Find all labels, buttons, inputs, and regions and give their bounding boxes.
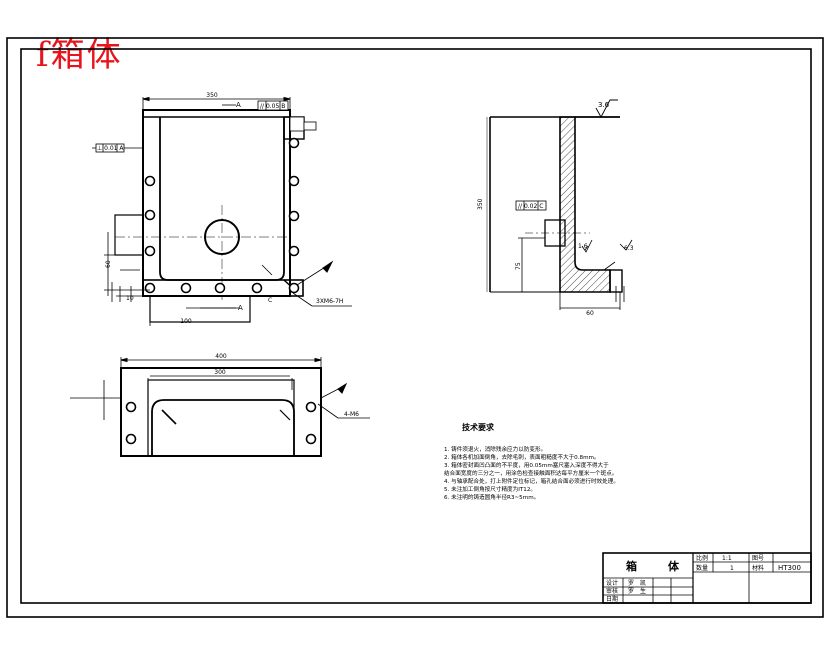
side-section-view: 60 75 350 [477,99,633,317]
svg-text:60: 60 [105,260,112,268]
svg-text:300: 300 [214,369,226,376]
technical-note-item: 4. 与轴承配合处，打上附件定位标记，箱孔结合面必须进行时效处理。 [444,477,619,485]
label-c: C [268,297,272,304]
qty-value: 1 [730,565,734,572]
drawing-no-label: 图号 [752,555,764,562]
front-view: 350 [92,92,352,326]
qty-label: 数量 [696,564,708,572]
technical-notes: 技术要求 1. 铸件须退火，消除残余应力以防变形。 2. 箱体各机加面倒角，去除… [444,422,619,501]
section-a-top-label: A [236,101,241,109]
svg-text:10: 10 [126,295,134,302]
svg-text:75: 75 [515,262,522,270]
material-label: 材料 [752,564,764,572]
fcf-side-text: // 0.02 C [518,203,543,210]
roughness-value: 3.6 [598,101,610,109]
plan-view: 400 300 [70,353,370,457]
svg-text:60: 60 [586,310,594,317]
svg-text:350: 350 [477,198,484,210]
fcf-left-text: ⊥ 0.01 A [97,145,124,152]
fcf-front-text: // 0.05 B [260,103,285,110]
fcf-front: // 0.05 B [257,100,289,111]
sheet-inner-border [20,48,812,604]
svg-text:400: 400 [215,353,227,360]
check-label: 审核 [606,587,618,595]
technical-note-item: 结合面宽度的三分之一，用涂色检查接触面积达每平方厘米一个斑点。 [444,469,617,477]
scale-label: 比例 [696,554,708,562]
title-block-name: 箱 体 [626,559,689,573]
roughness-small-2: 6.3 [624,245,634,252]
title-block [602,552,812,604]
technical-note-item: 2. 箱体各机加面倒角，去除毛刺，表面粗糙度不大于0.8mm。 [444,453,600,461]
date-label: 日期 [606,595,618,603]
thread-note: 3XM6-7H [316,298,343,305]
svg-text:350: 350 [206,92,218,99]
svg-text:100: 100 [180,318,192,325]
scale-value: 1:1 [722,555,732,562]
sheet-title: f箱体 [36,35,123,75]
technical-notes-title: 技术要求 [462,422,495,432]
fcf-side: // 0.02 C [515,200,547,211]
plan-thread-note: 4-M6 [344,411,359,418]
section-a-bottom-label: A [238,304,243,312]
design-value: 罗 凯 [628,579,646,587]
technical-note-item: 3. 箱体密封面凹凸面的不平度，用0.05mm塞尺塞入深度不得大于 [444,461,609,469]
fcf-right-boss [289,116,317,132]
roughness-small-1: 1.6 [578,243,588,250]
technical-note-item: 6. 未注明的铸造圆角半径R3~5mm。 [444,493,539,501]
technical-note-item: 5. 未注加工倒角按尺寸精度为IT12。 [444,485,536,493]
material-value: HT300 [778,564,801,572]
fcf-left: ⊥ 0.01 A [95,143,124,153]
sheet-outer-border [6,37,824,618]
check-value: 罗 生 [628,587,646,595]
technical-note-item: 1. 铸件须退火，消除残余应力以防变形。 [444,445,546,453]
design-label: 设计 [606,579,618,587]
